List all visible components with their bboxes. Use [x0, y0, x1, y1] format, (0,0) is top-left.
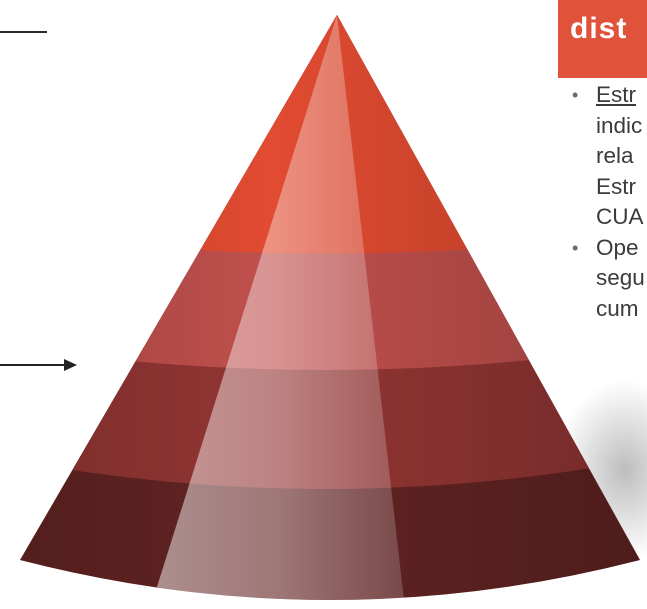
- arrow-right-icon: [0, 359, 77, 371]
- bullet-line: Ope: [596, 234, 639, 260]
- section-header-title: dist: [570, 12, 628, 45]
- cone-highlight: [150, 15, 405, 600]
- bullet-dot-icon: •: [572, 237, 579, 258]
- bullet-item-2: • Ope segu cum: [570, 233, 647, 325]
- bullet-line: Estr: [596, 82, 637, 107]
- section-header: dist: [558, 0, 647, 78]
- bullet-list: • Estr indic rela Estr CUA • Ope segu cu…: [570, 80, 647, 400]
- bullet-line: CUA: [596, 204, 644, 229]
- bullet-line: rela: [596, 143, 634, 168]
- bullet-line: Estr: [596, 173, 637, 199]
- bullet-dot-icon: •: [572, 85, 579, 105]
- bullet-line: indic: [596, 112, 643, 138]
- bullet-item-1: • Estr indic rela Estr CUA: [570, 80, 647, 233]
- bullet-line: cum: [596, 295, 639, 321]
- bullet-line: segu: [596, 265, 645, 290]
- top-divider-line: [0, 31, 47, 33]
